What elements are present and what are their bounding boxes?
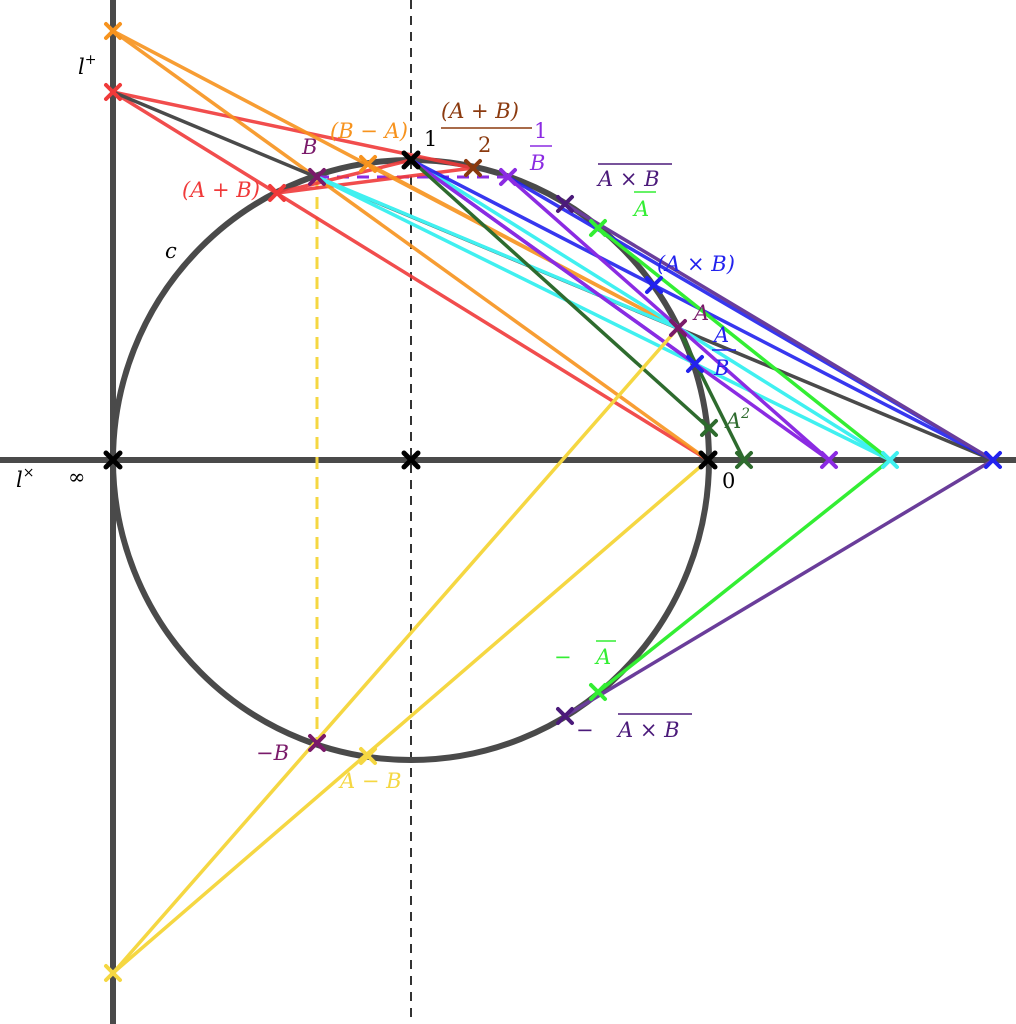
purple-construction-lines: [564, 202, 994, 718]
label-neg-conj-AxB-sign: −: [576, 718, 594, 742]
point-B-minus-A: [359, 155, 377, 173]
point-A-squared: [700, 419, 718, 437]
label-infinity: ∞: [68, 465, 86, 489]
label-A-minus-B: A − B: [338, 769, 402, 793]
point-violet-axis: [820, 451, 838, 469]
point-one: [401, 150, 421, 170]
label-B: B: [301, 135, 317, 159]
label-B-minus-A: (B − A): [330, 119, 408, 143]
label-A: A: [692, 301, 709, 325]
cyan-construction-lines: [316, 158, 891, 462]
point-zero: [698, 450, 718, 470]
label-A-div-numerator: A: [712, 323, 729, 347]
point-A-minus-B: [359, 747, 377, 765]
label-one: 1: [424, 127, 437, 151]
label-neg-B: −B: [256, 741, 289, 765]
point-half-sum: [464, 159, 482, 177]
point-markers: [103, 22, 1002, 982]
point-infinity: [103, 450, 123, 470]
label-A-squared: A2: [724, 406, 750, 433]
label-half-sum-denominator: 2: [478, 133, 491, 157]
point-l-plus-top: [104, 22, 122, 40]
point-one-over-B: [499, 168, 517, 186]
label-A-div-denominator: B: [713, 356, 729, 380]
dark-green-construction-lines: [409, 158, 746, 461]
orange-construction-lines: [111, 29, 710, 462]
label-conj-A: A: [632, 197, 649, 221]
point-conj-AxB: [556, 195, 574, 213]
label-neg-conj-A-sign: −: [554, 645, 572, 669]
label-conj-AxB: A × B: [596, 167, 660, 191]
label-one-over-B-numerator: 1: [534, 119, 547, 143]
violet-construction-lines: [409, 158, 831, 462]
point-neg-conj-A: [589, 683, 607, 701]
label-l-times: l×: [16, 465, 34, 492]
gold-construction-lines: [111, 326, 710, 975]
point-neg-B: [308, 734, 326, 752]
point-blue-axis: [984, 451, 1002, 469]
label-one-over-B-denominator: B: [529, 151, 545, 175]
label-A-plus-B: (A + B): [182, 178, 260, 202]
point-neg-conj-AxB: [556, 707, 574, 725]
label-half-sum-numerator: (A + B): [441, 99, 519, 123]
point-A-plus-B: [268, 184, 286, 202]
point-darkgreen-axis: [735, 451, 753, 469]
lime-construction-lines: [596, 226, 892, 694]
point-AxB: [645, 276, 663, 294]
point-A-div-B: [686, 355, 704, 373]
label-neg-conj-AxB: A × B: [616, 718, 680, 742]
point-center: [401, 450, 421, 470]
label-zero: 0: [722, 469, 735, 493]
point-A: [669, 319, 687, 337]
label-neg-conj-A: A: [594, 645, 611, 669]
point-B: [308, 168, 326, 186]
point-cyan-axis: [881, 451, 899, 469]
point-gold-bottom: [104, 964, 122, 982]
point-conj-A: [589, 219, 607, 237]
point-l-plus-red: [104, 83, 122, 101]
label-c: c: [165, 239, 177, 263]
label-AxB: (A × B): [657, 252, 735, 276]
label-l-plus: l+: [78, 52, 96, 79]
